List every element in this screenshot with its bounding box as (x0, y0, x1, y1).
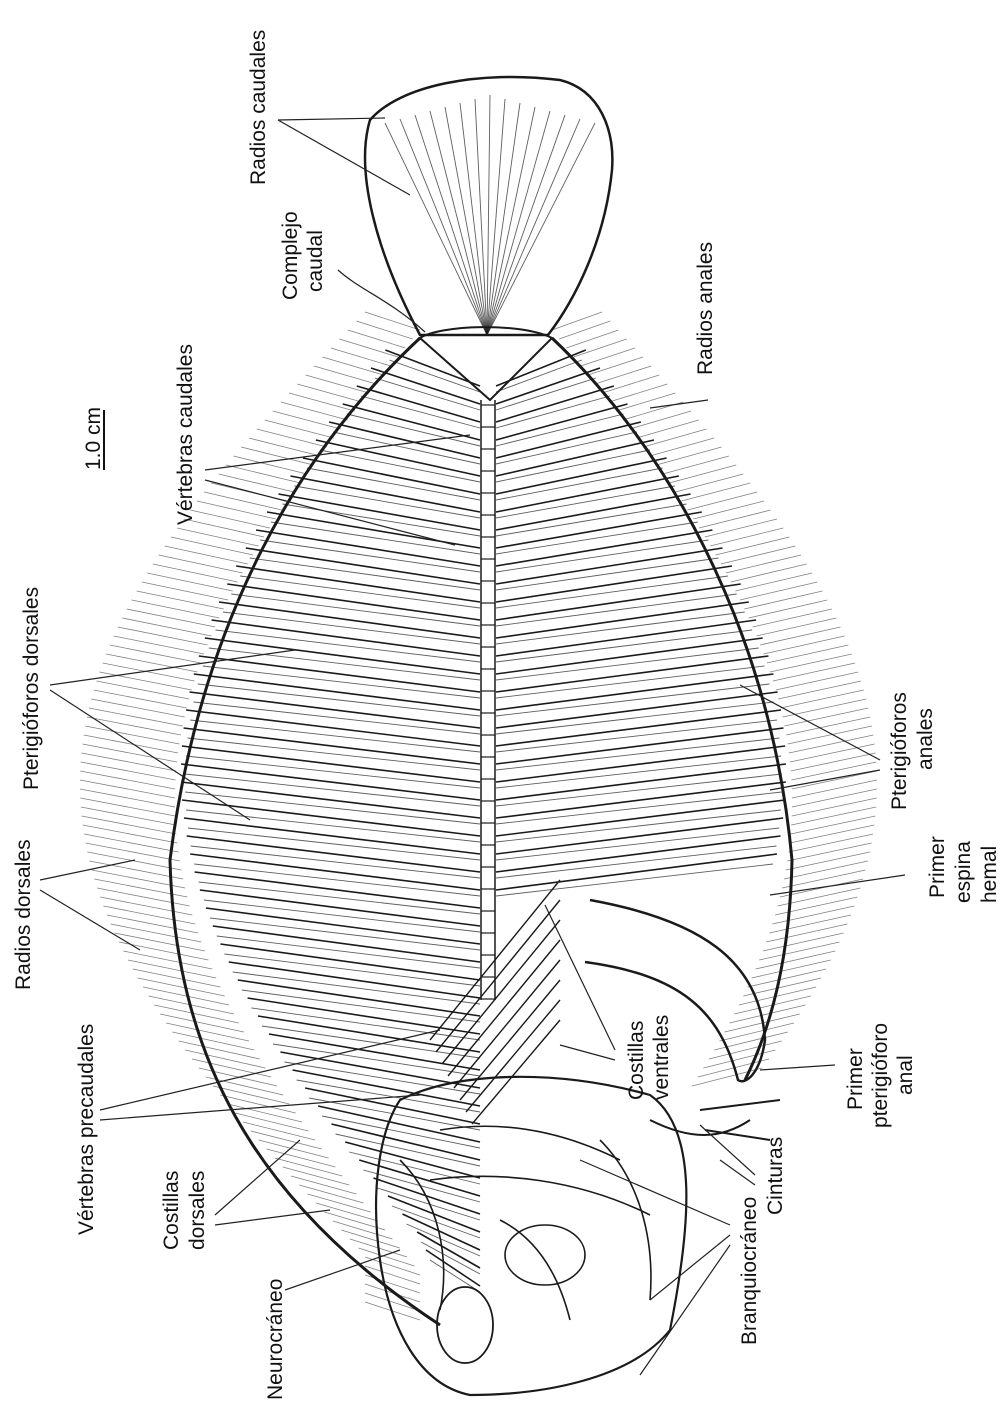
label-primer-espina-hemal-2: espina (952, 841, 975, 903)
label-complejo-caudal-2: caudal (304, 230, 327, 292)
label-primer-pterigioforo-anal-2: pterigióforo (869, 1023, 892, 1128)
first-anal-pterygiophore (585, 900, 765, 1081)
label-vertebras-caudales: Vértebras caudales (174, 344, 197, 525)
girdle (650, 1100, 780, 1140)
caudal-complex (420, 327, 552, 400)
label-neurocraneo: Neurocráneo (264, 1279, 287, 1400)
label-branquiocraneo: Branquiocráneo (738, 1197, 761, 1345)
label-radios-anales: Radios anales (694, 242, 717, 375)
dorsal-body-margin (170, 338, 440, 1325)
label-primer-espina-hemal-1: Primer (926, 836, 949, 898)
label-scale-bar: 1.0 cm (82, 407, 105, 470)
label-vertebras-precaudales: Vértebras precaudales (75, 1024, 98, 1235)
label-pterigioforos-anales-2: anales (914, 708, 937, 770)
fin-rays-fringe (80, 312, 877, 1320)
label-primer-pterigioforo-anal-3: anal (894, 1055, 917, 1095)
label-radios-dorsales: Radios dorsales (12, 839, 35, 990)
label-primer-espina-hemal-3: hemal (978, 846, 1001, 903)
label-costillas-dorsales-2: dorsales (186, 1171, 209, 1250)
label-costillas-ventrales-2: ventrales (650, 1015, 673, 1100)
label-complejo-caudal-1: Complejo (279, 211, 302, 300)
label-cinturas: Cinturas (764, 1137, 787, 1215)
label-radios-caudales: Radios caudales (247, 30, 270, 185)
label-pterigioforos-anales-1: Pterigióforos (888, 692, 911, 810)
label-primer-pterigioforo-anal-1: Primer (844, 1048, 867, 1110)
label-costillas-dorsales-1: Costillas (160, 1171, 183, 1250)
label-pterigioforos-dorsales: Pterigióforos dorsales (20, 587, 43, 790)
caudal-fin (365, 77, 612, 335)
label-costillas-ventrales-1: Costillas (625, 1021, 648, 1100)
vertebral-column (481, 400, 495, 1000)
